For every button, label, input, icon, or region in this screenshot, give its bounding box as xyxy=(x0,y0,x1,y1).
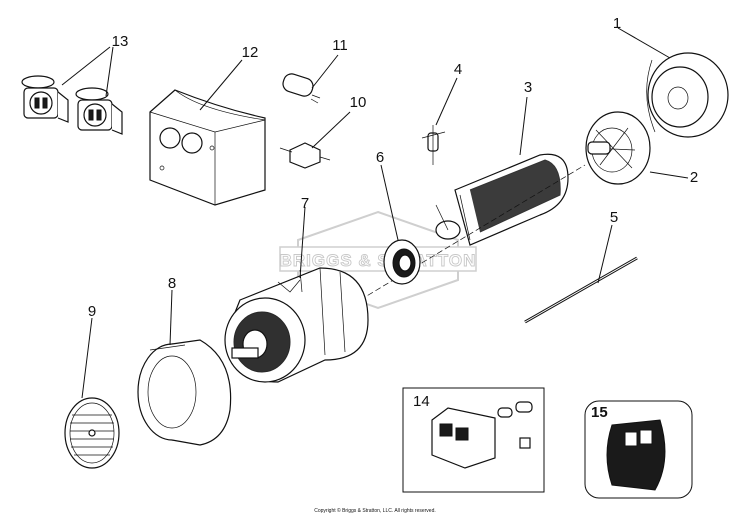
inset-14-kit: 14 xyxy=(402,387,545,493)
part-10-module: 10 xyxy=(279,94,367,169)
part-11-capacitor: 11 xyxy=(282,37,348,104)
part-6-bearing: 6 xyxy=(376,149,421,285)
callout-13: 13 xyxy=(112,33,129,50)
callout-12: 12 xyxy=(242,44,259,61)
callout-4: 4 xyxy=(454,61,462,78)
callout-9: 9 xyxy=(88,303,96,320)
part-9-grille: 9 xyxy=(64,303,120,469)
part-4-diode: 4 xyxy=(421,61,462,165)
part-13-outlets: 13 xyxy=(21,33,129,135)
callout-6: 6 xyxy=(376,149,384,166)
callout-10: 10 xyxy=(350,94,367,111)
callout-14: 14 xyxy=(413,393,430,410)
callout-7: 7 xyxy=(301,195,309,212)
callout-2: 2 xyxy=(690,169,698,186)
part-1-end-cover: 1 xyxy=(613,15,729,138)
callout-1: 1 xyxy=(613,15,621,32)
callout-3: 3 xyxy=(524,79,532,96)
watermark-text: BRIGGS & STRATTON xyxy=(280,251,477,270)
callout-15: 15 xyxy=(591,404,608,421)
inset-14-box xyxy=(402,387,545,493)
callout-5: 5 xyxy=(610,209,618,226)
part-7-stator: 7 xyxy=(224,195,369,383)
inset-15-kit: 15 xyxy=(584,400,693,499)
part-8-end-bell: 8 xyxy=(137,275,232,446)
callout-8: 8 xyxy=(168,275,176,292)
brand-watermark: BRIGGS & STRATTON xyxy=(279,210,477,310)
copyright-notice: Copyright © Briggs & Stratton, LLC. All … xyxy=(314,507,436,514)
callout-11: 11 xyxy=(332,37,348,54)
part-2-fan: 2 xyxy=(585,111,698,186)
part-5-through-bolt: 5 xyxy=(524,209,638,324)
inset-15-box xyxy=(584,400,693,499)
part-3-rotor: 3 xyxy=(435,79,569,246)
part-12-control-panel: 12 xyxy=(149,44,266,206)
assembly-axis xyxy=(359,164,586,301)
